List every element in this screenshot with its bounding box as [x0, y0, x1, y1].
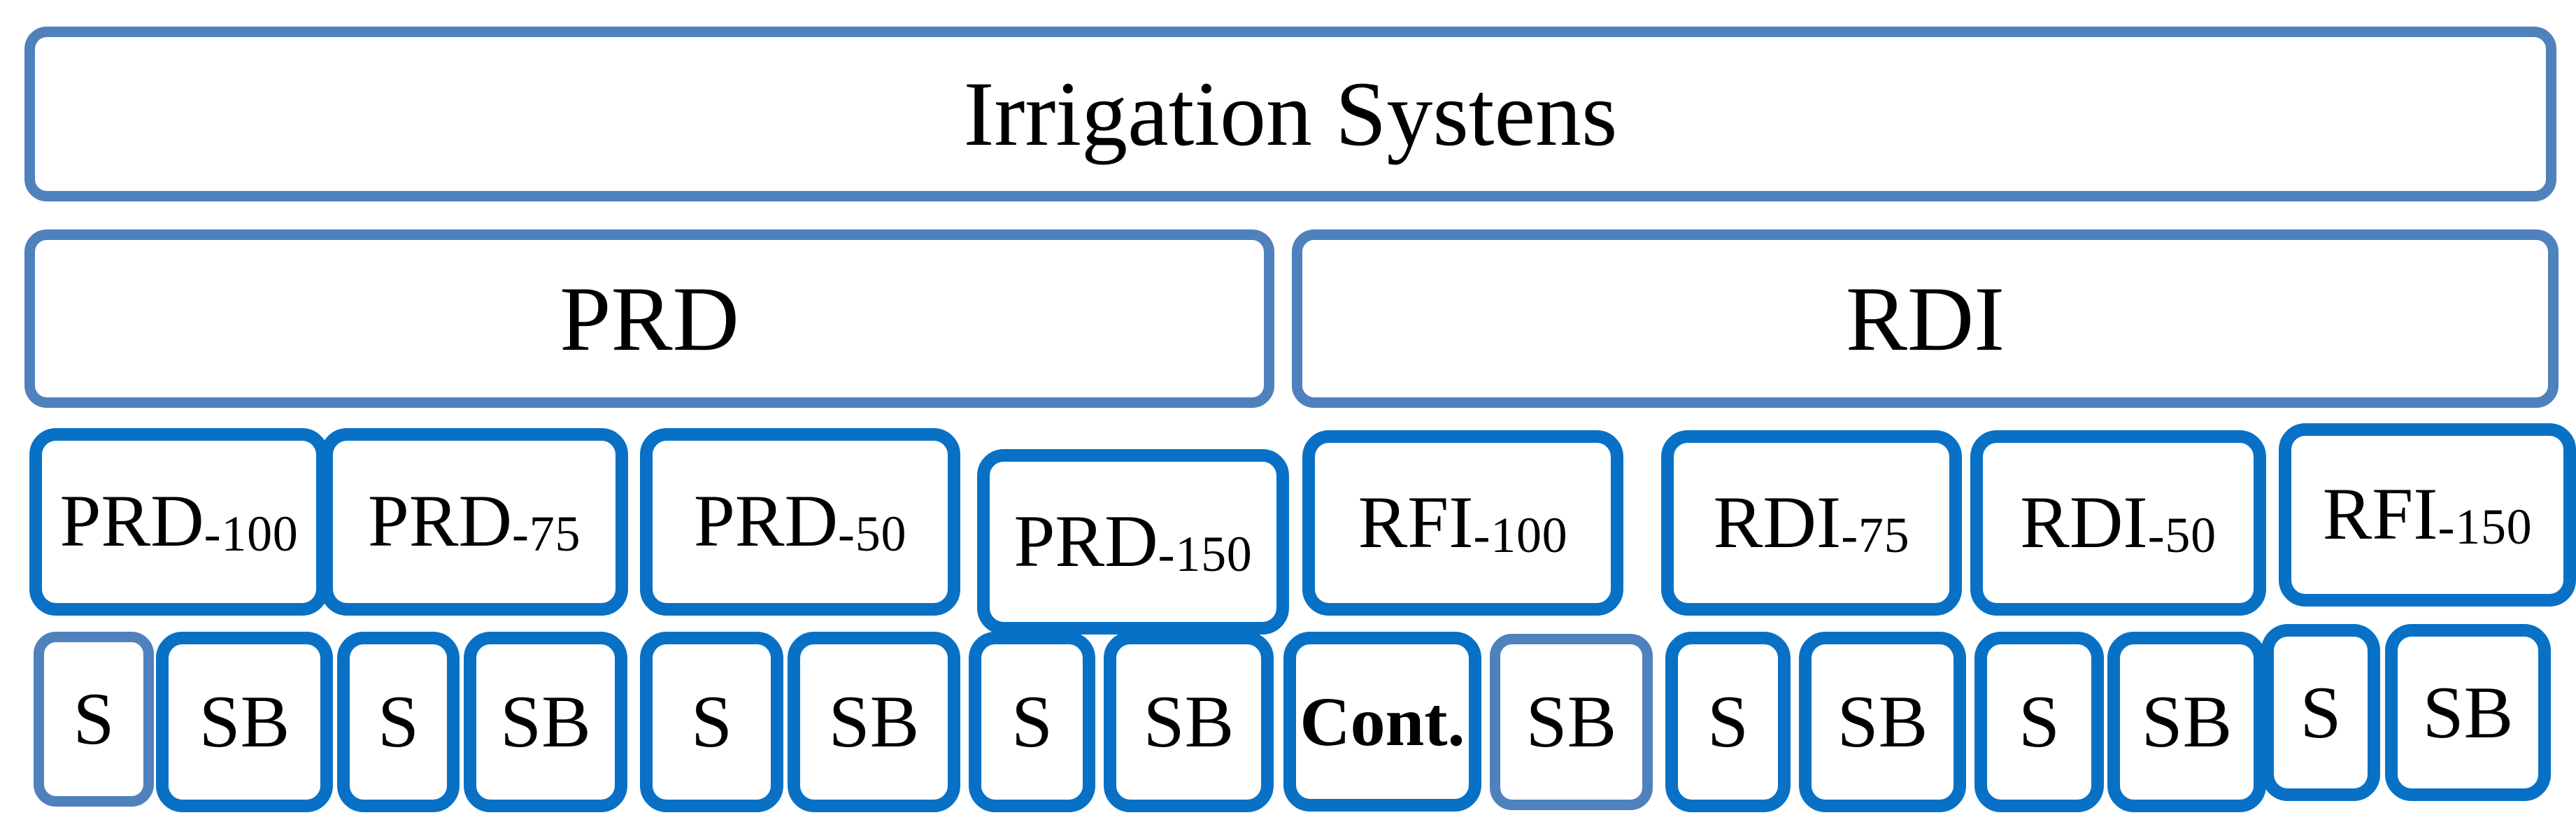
- node-sb-3-label: SB: [828, 681, 920, 763]
- node-rdi-50-sub: -50: [2147, 507, 2216, 564]
- node-cont-label: Cont.: [1300, 682, 1465, 760]
- node-s-1-label: S: [73, 678, 115, 760]
- node-s-4-label: S: [1011, 681, 1053, 763]
- node-rdi-75-sub: -75: [1841, 507, 1910, 564]
- node-prd-50-sub: -50: [838, 506, 907, 562]
- node-rdi-75: RDI-75: [1661, 430, 1962, 616]
- node-irrigation-systems: Irrigation Systens: [24, 27, 2556, 201]
- node-rdi: RDI: [1292, 229, 2559, 408]
- node-sb-1-label: SB: [199, 681, 290, 763]
- node-rdi-50: RDI-50: [1970, 430, 2266, 616]
- node-sb-6-label: SB: [1837, 681, 1928, 763]
- node-s-3: S: [640, 632, 783, 812]
- node-rfi-100: RFI-100: [1302, 430, 1623, 616]
- node-prd-50-main: PRD: [693, 480, 839, 562]
- node-sb-5-label: SB: [1525, 681, 1617, 763]
- node-prd-50: PRD-50: [640, 428, 960, 616]
- node-s-7: S: [1974, 632, 2104, 812]
- node-prd-150-sub: -150: [1158, 526, 1253, 583]
- node-prd-100: PRD-100: [29, 428, 329, 616]
- node-rdi-50-main: RDI: [2020, 481, 2148, 563]
- node-prd-100-main: PRD: [59, 480, 204, 562]
- node-s-3-label: S: [691, 681, 732, 763]
- node-prd-150: PRD-150: [977, 449, 1289, 635]
- node-rfi-100-main: RFI: [1358, 481, 1474, 563]
- node-rfi-100-sub: -100: [1473, 507, 1568, 564]
- node-rfi-150-main: RFI: [2322, 473, 2438, 555]
- node-sb-5: SB: [1490, 634, 1653, 810]
- node-sb-8: SB: [2385, 624, 2551, 801]
- node-sb-7: SB: [2107, 632, 2266, 812]
- node-sb-4-label: SB: [1143, 681, 1234, 763]
- node-s-4: S: [969, 632, 1095, 812]
- node-prd-75-main: PRD: [367, 480, 513, 562]
- node-prd-75-sub: -75: [512, 506, 581, 562]
- node-prd-100-sub: -100: [204, 506, 299, 562]
- node-sb-2-label: SB: [500, 681, 591, 763]
- node-s-2: S: [337, 632, 460, 812]
- node-s-8-label: S: [2300, 671, 2342, 753]
- node-sb-7-label: SB: [2141, 681, 2233, 763]
- node-cont: Cont.: [1283, 632, 1481, 812]
- node-prd-label: PRD: [560, 267, 739, 370]
- node-sb-6: SB: [1799, 632, 1966, 812]
- node-s-1: S: [34, 632, 154, 807]
- node-prd-150-main: PRD: [1013, 499, 1158, 582]
- diagram-title: Irrigation Systens: [963, 62, 1618, 165]
- node-sb-3: SB: [788, 632, 960, 812]
- node-rdi-label: RDI: [1845, 267, 2005, 370]
- node-sb-8-label: SB: [2422, 671, 2514, 753]
- node-sb-2: SB: [464, 632, 627, 812]
- node-prd: PRD: [24, 229, 1274, 408]
- node-s-7-label: S: [2019, 681, 2060, 763]
- node-rdi-75-main: RDI: [1713, 481, 1842, 563]
- node-rfi-150: RFI-150: [2279, 423, 2576, 607]
- node-prd-75: PRD-75: [320, 428, 628, 616]
- node-sb-4: SB: [1104, 632, 1274, 812]
- node-s-8: S: [2261, 624, 2380, 801]
- node-s-6: S: [1665, 632, 1791, 812]
- node-rfi-150-sub: -150: [2438, 499, 2533, 555]
- node-sb-1: SB: [156, 632, 333, 812]
- node-s-2-label: S: [378, 681, 419, 763]
- node-s-6-label: S: [1707, 681, 1749, 763]
